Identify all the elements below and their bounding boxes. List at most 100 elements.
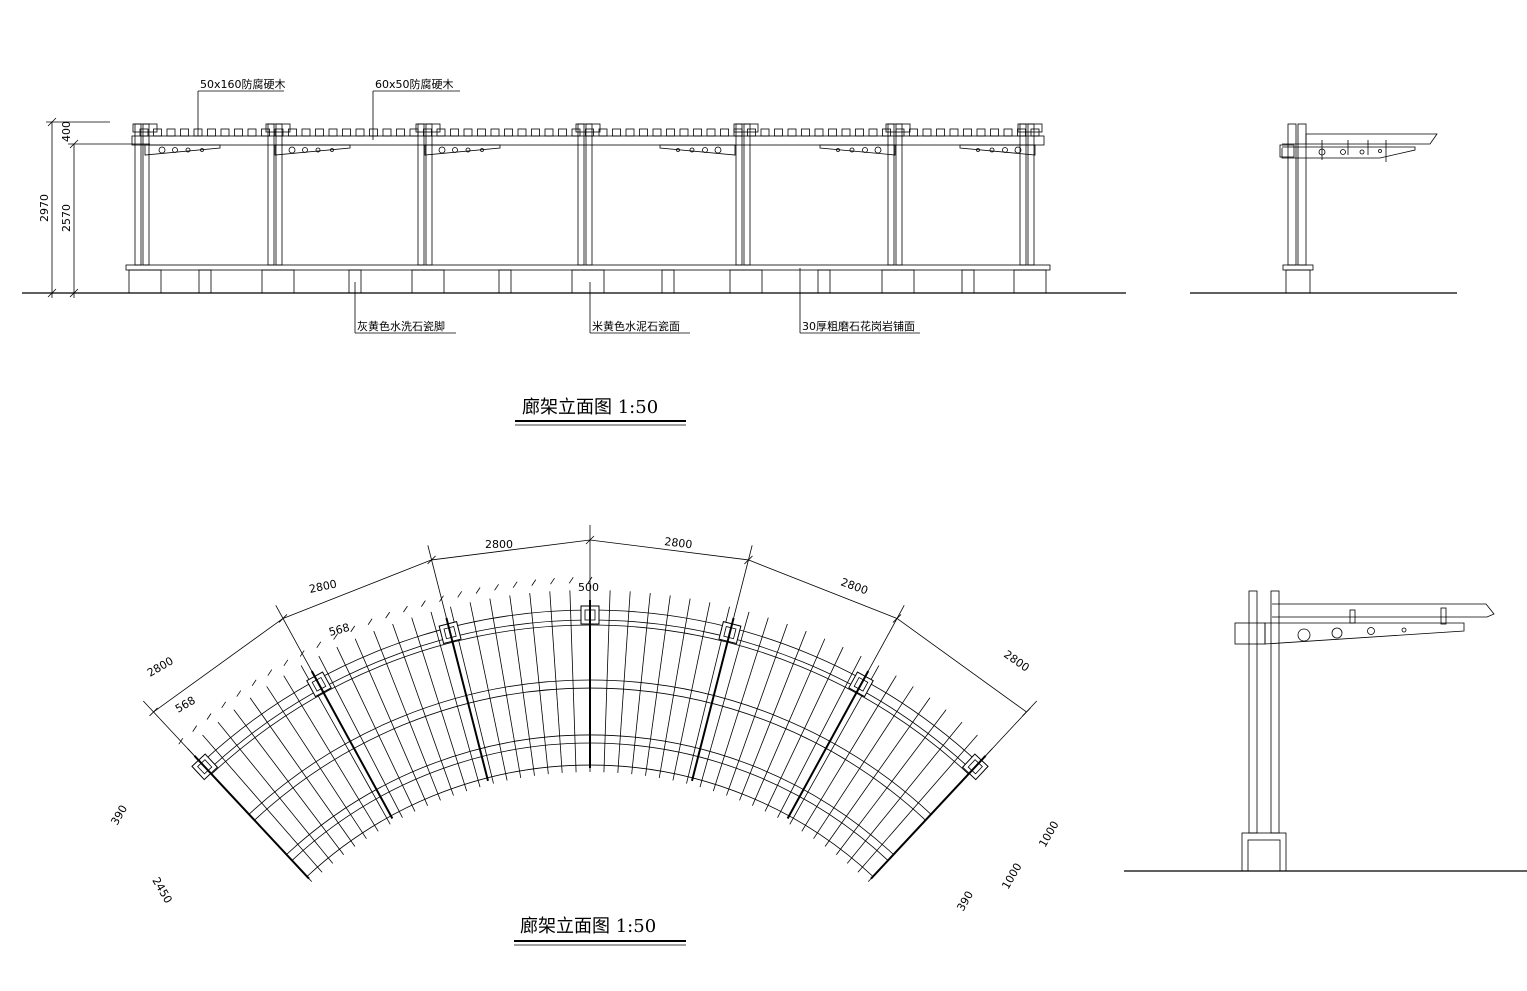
plan-rafter (411, 617, 468, 792)
elevation-title: 廊架立面图 1:50 (522, 397, 658, 418)
dim-small-tick (531, 579, 537, 586)
rafter-end (436, 128, 446, 137)
post-cap (132, 123, 158, 133)
rafter-end (247, 128, 257, 137)
plan-rafter (835, 709, 947, 855)
dim-small-tick (494, 584, 499, 591)
plan-rafter (857, 734, 978, 873)
rafter-end (544, 128, 554, 137)
plan-rafter (354, 638, 428, 806)
plan-rafter (813, 686, 914, 839)
plan-rafter (336, 646, 416, 812)
dim-rafter-spacing-1: 568 (327, 621, 351, 639)
side-section-top (1190, 123, 1457, 294)
rafter-end (706, 128, 716, 137)
rafter-end (558, 128, 567, 137)
rafter-end (639, 128, 648, 137)
dim-chord (431, 539, 591, 561)
bracket-hole (158, 146, 166, 154)
footing (729, 269, 763, 294)
bracket-hole (714, 146, 722, 154)
plan-rafter (712, 617, 769, 792)
dim-end-length: 2450 (149, 875, 174, 906)
plan-rafter (801, 675, 897, 832)
dim-small-tick (385, 611, 390, 619)
plan-rafter (777, 655, 862, 818)
plan-rafter (631, 593, 651, 775)
rafter-end (166, 128, 176, 137)
rafter-end (666, 128, 675, 137)
footing (128, 269, 162, 294)
plan-rafter (824, 697, 931, 847)
dim-small-tick (316, 641, 322, 649)
bracket-hole (185, 147, 191, 153)
plan-rafter (529, 593, 549, 775)
plan-rafter (658, 598, 691, 778)
dim-tick (1022, 707, 1031, 717)
bracket-hole (330, 148, 334, 152)
plan-rafter (726, 623, 788, 796)
dim-small-tick (299, 650, 305, 657)
label-rafter: 60x50防腐硬木 (375, 77, 454, 91)
rafter-end (301, 128, 311, 137)
rafter-end (990, 128, 999, 137)
rafter-end (450, 128, 459, 137)
dim-bay-4: 2800 (839, 576, 870, 598)
footing (411, 269, 445, 294)
top-callouts: 50x160防腐硬木 60x50防腐硬木 (197, 77, 460, 140)
dim-small-tick (206, 713, 212, 720)
rafter-end (841, 128, 851, 137)
plan-rafter (217, 721, 334, 864)
dim-tick (892, 614, 902, 623)
rafter-end (342, 128, 351, 137)
rafter-end (679, 128, 689, 137)
dim-2970: 2970 (38, 194, 51, 222)
bracket-hole (689, 147, 695, 153)
rafter-end (355, 128, 365, 137)
rafter-end (369, 128, 378, 137)
dim-tick (585, 535, 595, 545)
dim-small-tick (367, 618, 373, 625)
dim-small-tick (192, 725, 198, 732)
plan-rafter (645, 595, 671, 776)
rafter-end (1030, 128, 1040, 137)
footings (128, 269, 1047, 294)
rafter-end (625, 128, 635, 137)
dim-small-tick (439, 595, 444, 602)
bracket-hole (836, 148, 840, 152)
bracket-hole (862, 147, 868, 153)
dim-post: 500 (578, 581, 599, 594)
dim-chord (282, 559, 432, 619)
rafter-end (814, 128, 824, 137)
plan-dimensions (142, 525, 1038, 760)
rafter-end (139, 128, 149, 137)
rafter-end (423, 128, 432, 137)
rafter-end (895, 128, 905, 137)
dim-chord (896, 618, 1027, 713)
plan-rafter (549, 591, 563, 773)
dim-extension (865, 605, 905, 676)
rafter-end (652, 128, 662, 137)
rafter-end (220, 128, 230, 137)
plan-rafter (764, 646, 844, 812)
plan-main-beam (445, 617, 489, 782)
dim-small-tick (457, 591, 463, 598)
post-cap (885, 123, 911, 133)
bracket-hole (200, 148, 204, 152)
bracket-hole (465, 147, 471, 153)
bracket (659, 144, 736, 156)
post-cap (1017, 123, 1043, 133)
dim-width-2: 1000 (999, 861, 1024, 892)
rafter-end (949, 128, 959, 137)
bracket-hole (288, 146, 296, 154)
plan-main-beam (310, 670, 394, 819)
dim-bay-3: 2800 (308, 577, 338, 596)
plan-main-beam (870, 755, 987, 880)
rafter-end (396, 128, 405, 137)
bracket-hole (1014, 146, 1022, 154)
rafter-end (517, 128, 527, 137)
rafter-end (828, 128, 837, 137)
rafter-end (855, 128, 864, 137)
rafter-end (787, 128, 797, 137)
